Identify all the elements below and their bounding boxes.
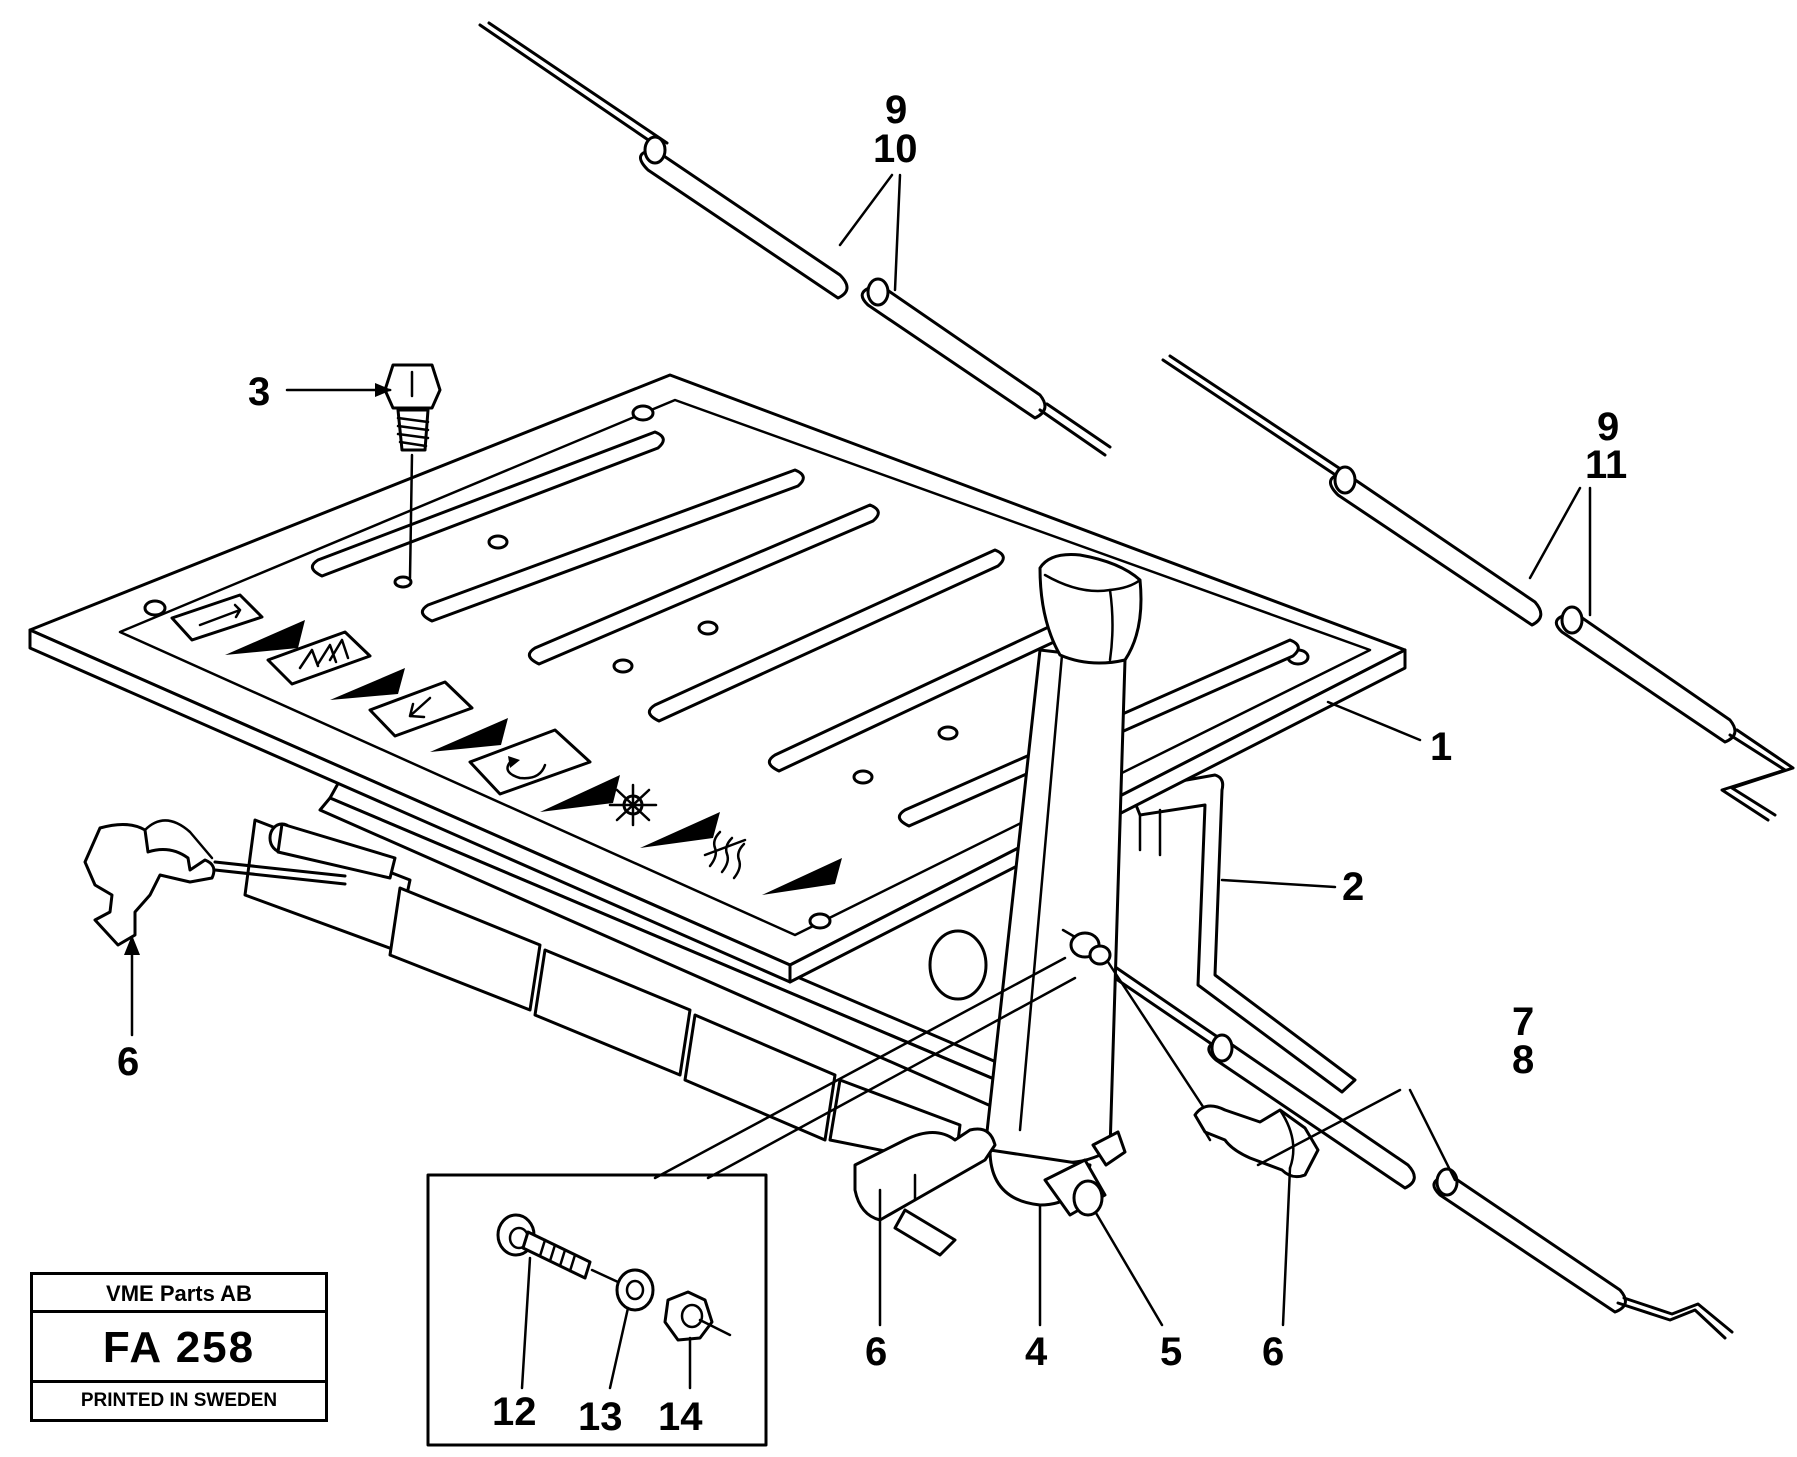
callout-6-right: 6 [1262,1330,1284,1374]
recirculation-icon [468,728,620,812]
double-arrow-up-icon [266,630,405,700]
printed-note: PRINTED IN SWEDEN [80,1390,278,1411]
bolt [383,363,442,580]
callout-4: 4 [1025,1330,1048,1374]
callout-6-center: 6 [865,1330,887,1374]
figure-code: FA 258 [33,1313,325,1383]
control-cable-lower [1098,958,1734,1340]
snowflake-icon [608,783,720,848]
mounting-bracket [1128,773,1357,1094]
callout-1: 1 [1430,725,1452,769]
cable-clip-right [1193,1104,1320,1179]
control-lever [983,553,1143,1207]
callout-10: 10 [873,127,918,171]
inset-screw [496,1213,592,1280]
pivot-pin [1043,1130,1127,1217]
callout-6-left: 6 [117,1040,139,1084]
arrow-right-icon [170,593,305,655]
callout-9-upper: 9 [885,88,907,132]
callout-9-right: 9 [1597,405,1619,449]
callout-13: 13 [578,1395,623,1439]
callout-8: 8 [1512,1038,1534,1082]
control-panel [28,373,1407,984]
inset-nut [663,1290,714,1342]
heat-waves-icon [703,830,842,895]
inset-washer [615,1268,655,1312]
control-cable-upper [478,21,1112,457]
callout-3: 3 [248,370,270,414]
callout-11: 11 [1585,443,1627,487]
title-block: VME Parts AB FA 258 PRINTED IN SWEDEN [30,1272,328,1422]
leader-arrowheads [124,383,392,955]
cable-clip-left [83,819,397,947]
callout-2: 2 [1342,865,1364,909]
lever-stud [1061,928,1217,1127]
company-name: VME Parts AB [33,1275,325,1313]
arrow-down-icon [368,680,508,752]
leader-lines [130,173,1592,1390]
callout-7: 7 [1512,1000,1534,1044]
callout-12: 12 [492,1390,537,1434]
callout-14: 14 [658,1395,703,1439]
control-cable-right [1161,354,1795,822]
detail-inset [426,956,1077,1447]
callout-labels: 1 2 3 4 5 6 6 6 7 8 9 10 9 11 12 13 14 [117,88,1627,1439]
cable-clip-center [853,1127,997,1257]
panel-symbols [170,593,842,895]
callout-5: 5 [1160,1330,1182,1374]
